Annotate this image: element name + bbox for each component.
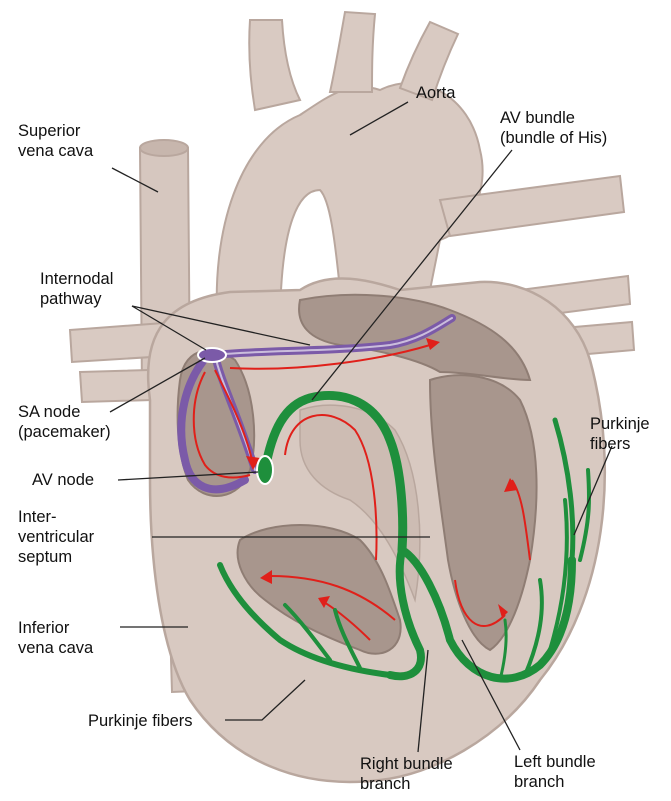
label-sa-node: SA node (pacemaker) (18, 402, 111, 442)
label-av-node: AV node (32, 470, 94, 490)
label-interventricular-septum: Inter- ventricular septum (18, 507, 94, 567)
label-ivs-line3: septum (18, 547, 94, 567)
label-internodal-pathway: Internodal pathway (40, 269, 113, 309)
label-right-bundle-branch: Right bundle branch (360, 754, 453, 794)
label-aorta: Aorta (416, 83, 455, 103)
label-sa-line2: (pacemaker) (18, 422, 111, 442)
label-svc-line1: Superior (18, 121, 93, 141)
label-left-bundle-branch: Left bundle branch (514, 752, 596, 792)
label-lbb-line2: branch (514, 772, 596, 792)
label-ivc-line2: vena cava (18, 638, 93, 658)
label-ivc-line1: Inferior (18, 618, 93, 638)
label-avb-line1: AV bundle (500, 108, 607, 128)
svc-opening (140, 140, 188, 156)
label-purkinje-r-line2: fibers (590, 434, 650, 454)
label-purkinje-fibers-bottom: Purkinje fibers (88, 711, 193, 731)
label-rbb-line2: branch (360, 774, 453, 794)
label-sa-line1: SA node (18, 402, 111, 422)
aorta-branch-1 (249, 20, 300, 110)
label-purkinje-r-line1: Purkinje (590, 414, 650, 434)
aorta-branch-2 (330, 12, 375, 92)
label-ivs-line1: Inter- (18, 507, 94, 527)
label-ivs-line2: ventricular (18, 527, 94, 547)
label-purkinje-fibers-right: Purkinje fibers (590, 414, 650, 454)
label-svc-line2: vena cava (18, 141, 93, 161)
label-av-bundle: AV bundle (bundle of His) (500, 108, 607, 148)
label-superior-vena-cava: Superior vena cava (18, 121, 93, 161)
label-inferior-vena-cava: Inferior vena cava (18, 618, 93, 658)
label-rbb-line1: Right bundle (360, 754, 453, 774)
label-internodal-line1: Internodal (40, 269, 113, 289)
av-node (257, 456, 273, 484)
label-internodal-line2: pathway (40, 289, 113, 309)
label-avb-line2: (bundle of His) (500, 128, 607, 148)
label-lbb-line1: Left bundle (514, 752, 596, 772)
